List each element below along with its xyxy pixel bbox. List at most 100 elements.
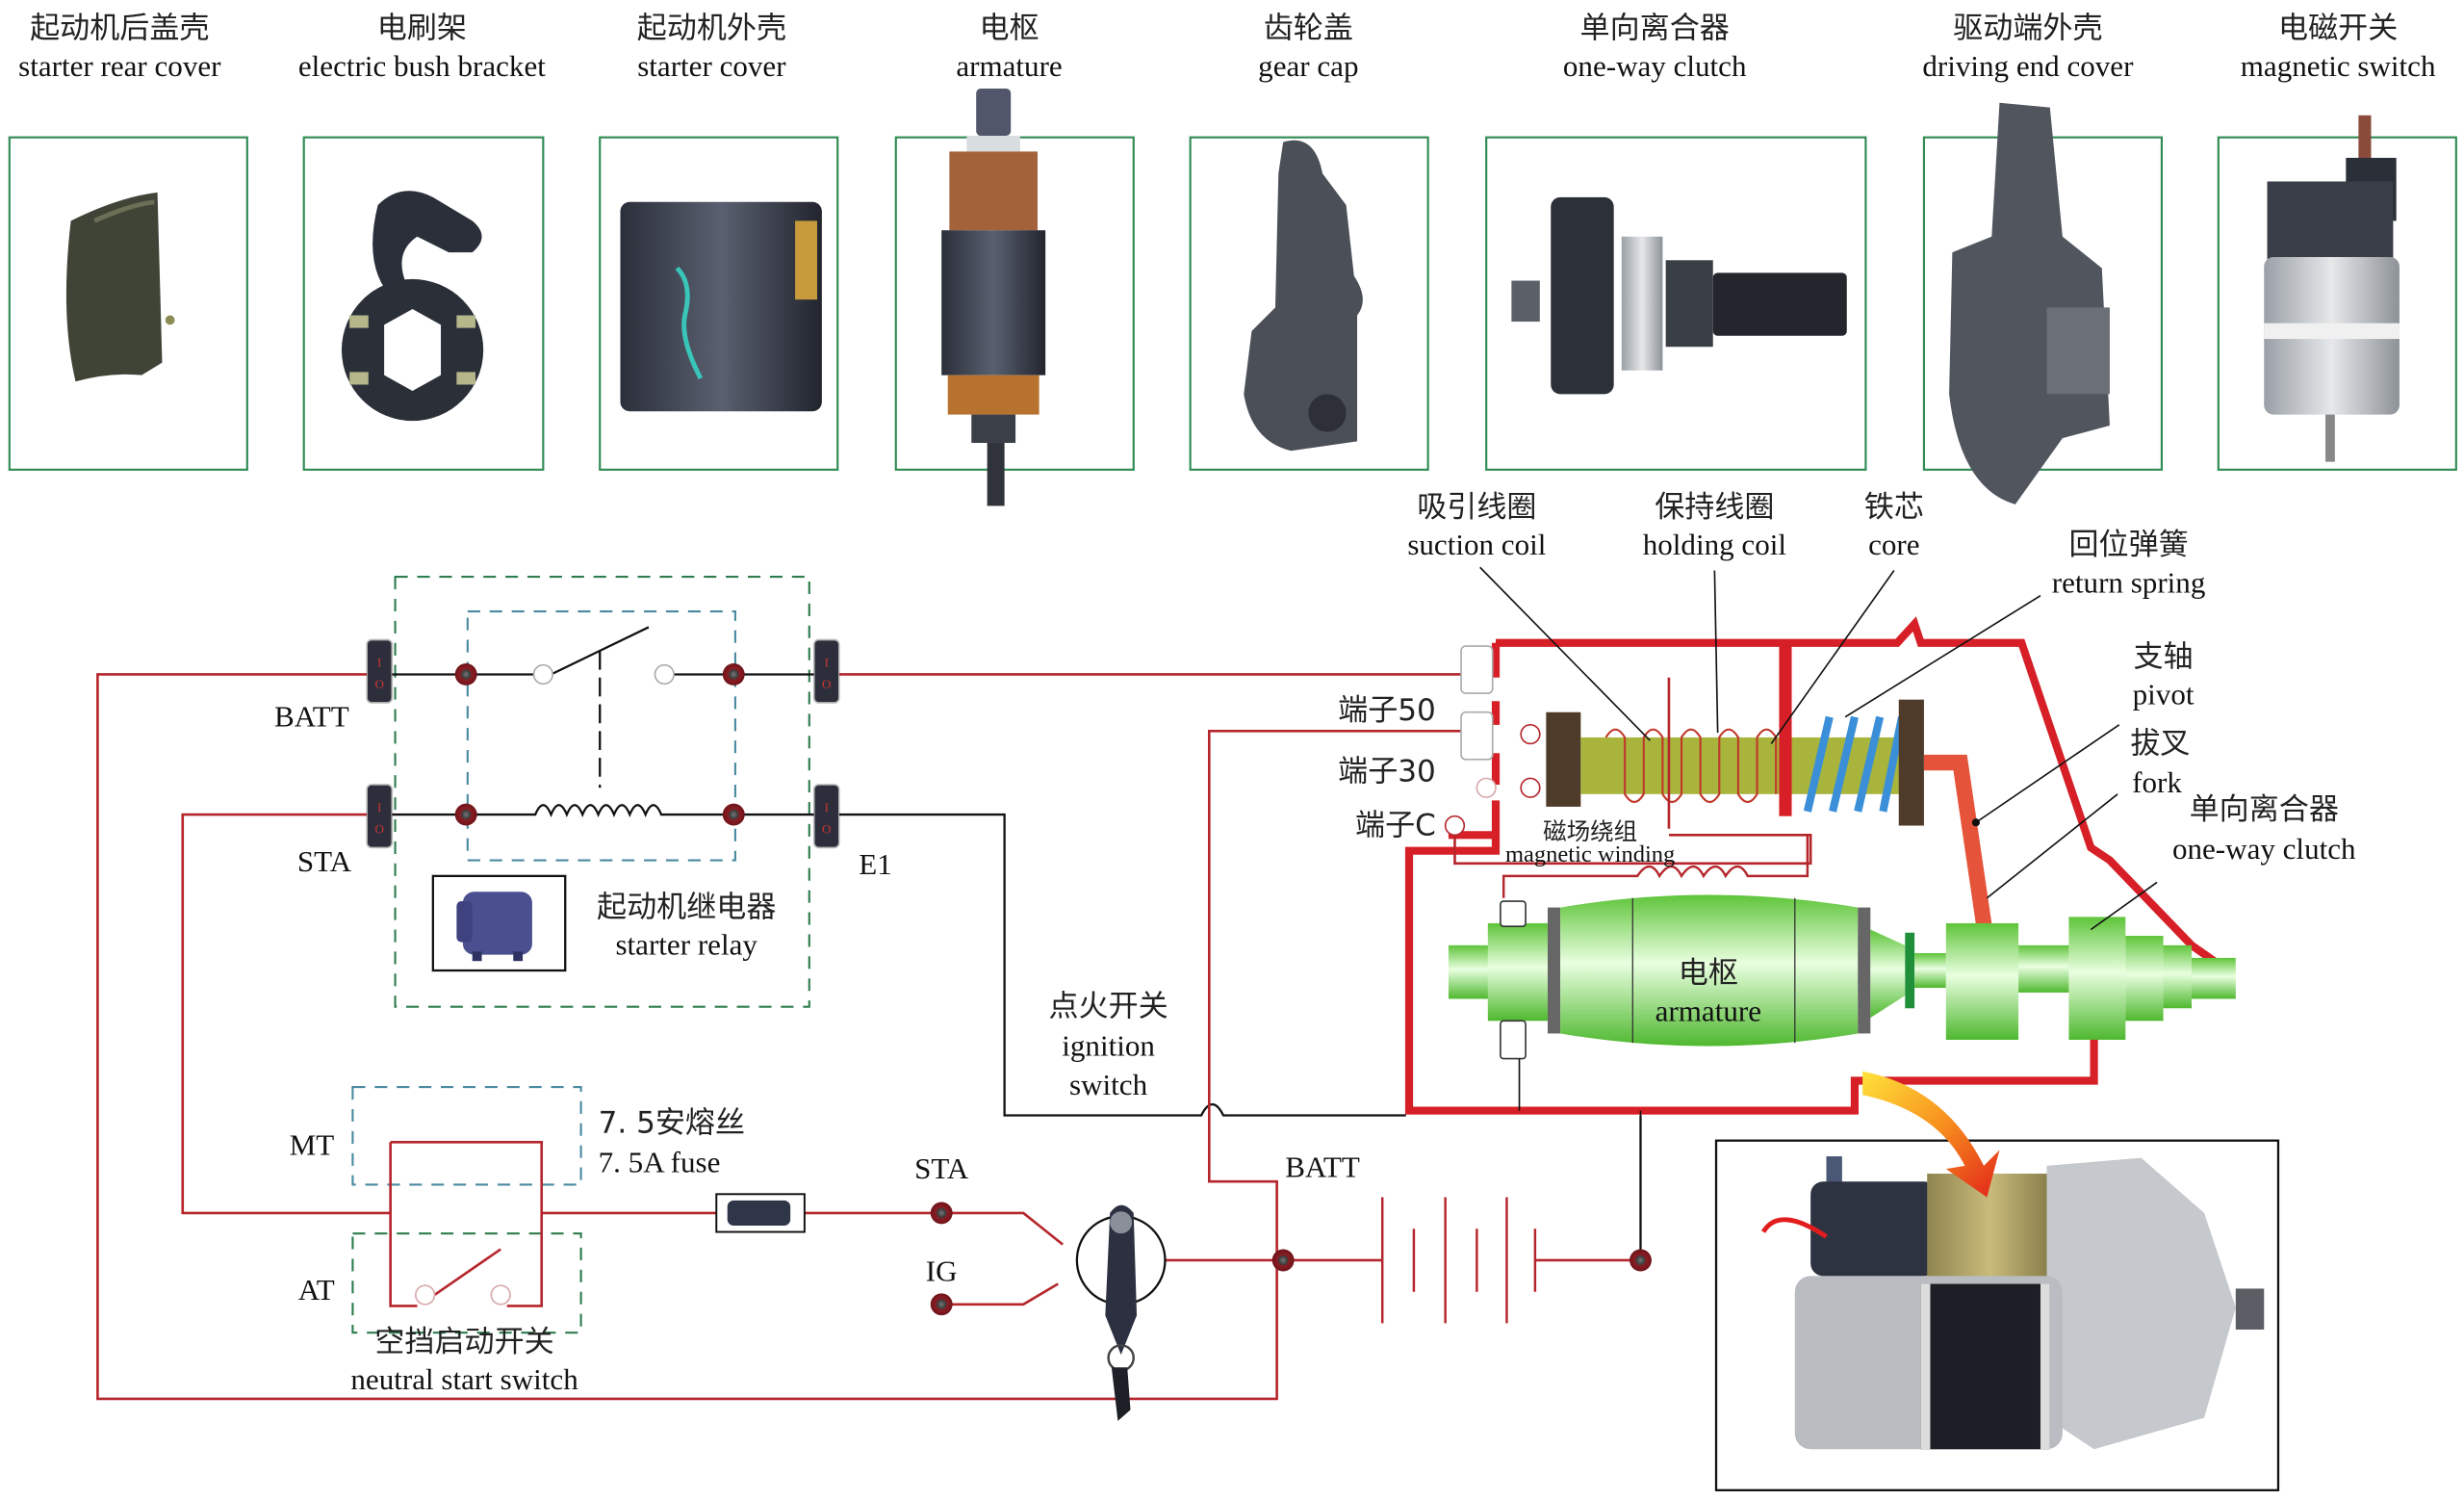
- return-spring-label-cn: 回位弹簧: [2068, 528, 2188, 562]
- gear-cap-photo: [1189, 136, 1429, 471]
- label-clutch-en: one-way clutch: [1563, 49, 1747, 83]
- relay-connector-batt[interactable]: I O: [366, 638, 394, 704]
- wire-30-to-batt: [1207, 730, 1465, 1260]
- armature-photo: [894, 88, 1135, 506]
- label-brush-bracket-cn: 电刷架: [377, 12, 467, 46]
- svg-text:I: I: [377, 800, 381, 815]
- svg-text:O: O: [374, 822, 383, 837]
- at-label: AT: [298, 1273, 335, 1306]
- svg-text:I: I: [825, 800, 829, 815]
- starter-housing-photo: [599, 136, 839, 471]
- clutch-body: [2068, 917, 2126, 1040]
- suction-coil-label-en: suction coil: [1407, 528, 1546, 561]
- terminal-50-label: 端子50: [1338, 693, 1436, 728]
- battery-symbol: [1380, 1197, 1537, 1324]
- ignition-key-icon[interactable]: [1111, 1367, 1131, 1421]
- starter-relay-block: I O I O I O I O: [274, 576, 892, 1008]
- relay-label-en: starter relay: [615, 928, 757, 962]
- terminal-30-contact[interactable]: [1520, 777, 1541, 798]
- relay-terminal-e1-label: E1: [859, 847, 892, 881]
- label-drive-end-cn: 驱动端外壳: [1953, 12, 2102, 46]
- terminal-post[interactable]: [454, 663, 477, 685]
- relay-label-cn: 起动机继电器: [597, 890, 776, 924]
- relay-connector-e1[interactable]: I O: [812, 784, 840, 849]
- battery-negative-terminal[interactable]: [1630, 1249, 1652, 1272]
- fuse[interactable]: [715, 1193, 806, 1233]
- label-magnetic-switch-en: magnetic switch: [2241, 49, 2436, 83]
- ignition-switch[interactable]: [1075, 1204, 1167, 1421]
- mt-boundary: [351, 1085, 582, 1186]
- armature-body: [1560, 894, 1859, 1047]
- armature-label-cn: 电枢: [1679, 956, 1738, 991]
- mt-label: MT: [290, 1127, 335, 1161]
- relay-terminal-sta-label: STA: [297, 844, 352, 878]
- return-spring-label-en: return spring: [2052, 565, 2206, 599]
- neutral-switch-label-cn: 空挡启动开关: [374, 1325, 553, 1359]
- ignition-terminal-ig[interactable]: [930, 1293, 953, 1316]
- terminal-post[interactable]: [454, 803, 477, 826]
- terminal-post[interactable]: [722, 663, 745, 685]
- relay-inner-boundary: [466, 609, 736, 862]
- fuse-label-cn: 7. 5安熔丝: [599, 1105, 745, 1140]
- armature-label-en: armature: [1656, 994, 1761, 1027]
- wire-ig: [941, 1282, 1059, 1306]
- terminal-50-contact[interactable]: [1520, 724, 1541, 745]
- svg-text:O: O: [822, 677, 831, 691]
- suction-coil-label-cn: 吸引线圈: [1417, 490, 1536, 525]
- battery-positive-terminal[interactable]: [1271, 1249, 1295, 1272]
- holding-coil-label-cn: 保持线圈: [1655, 490, 1774, 525]
- battery-label: BATT: [1285, 1150, 1360, 1183]
- field-winding-label-cn: 磁场绕组: [1543, 817, 1637, 845]
- label-drive-end-en: driving end cover: [1922, 49, 2134, 83]
- clutch-label-cn: 单向离合器: [2190, 792, 2339, 827]
- wire-sta-relay: [181, 813, 391, 1215]
- shift-fork: [1923, 754, 1995, 947]
- component-photos: [8, 88, 2457, 506]
- solenoid-photo: [1927, 1174, 2054, 1281]
- magnetic-switch-photo: [2217, 115, 2457, 471]
- rear-cover-photo: [8, 136, 248, 471]
- ignition-label-en1: ignition: [1062, 1028, 1155, 1062]
- label-starter-cover-cn: 起动机外壳: [637, 12, 786, 46]
- svg-text:O: O: [822, 822, 831, 837]
- relay-connector-sta[interactable]: I O: [366, 784, 394, 849]
- relay-terminal-batt-label: BATT: [274, 699, 349, 733]
- relay-contact: [532, 663, 553, 685]
- label-armature-en: armature: [956, 49, 1062, 83]
- label-gear-cap-en: gear cap: [1258, 49, 1358, 83]
- brush-bracket-photo: [302, 136, 545, 471]
- svg-text:O: O: [374, 677, 383, 691]
- clutch-label-en: one-way clutch: [2172, 832, 2356, 866]
- field-winding: [1502, 835, 1810, 898]
- relay-connector-out[interactable]: I O: [812, 638, 840, 704]
- label-armature-cn: 电枢: [979, 12, 1039, 46]
- terminal-30-label: 端子30: [1338, 755, 1436, 789]
- fuse-label-en: 7. 5A fuse: [599, 1145, 721, 1178]
- solenoid-coils: [1604, 728, 1778, 804]
- field-winding-label-en: magnetic winding: [1505, 841, 1675, 867]
- switch-contact: [490, 1284, 511, 1306]
- label-rear-cover-en: starter rear cover: [18, 49, 221, 83]
- label-starter-cover-en: starter cover: [637, 49, 786, 83]
- fork-label-cn: 拔叉: [2130, 726, 2190, 761]
- neutral-start-switch: MT AT 空挡启动开关 neutral start switch: [290, 1085, 582, 1396]
- relay-outer-boundary: [394, 576, 810, 1008]
- circuit-wires: [96, 673, 1642, 1401]
- relay-contact: [654, 663, 675, 685]
- terminal-c-label: 端子C: [1355, 808, 1436, 842]
- relay-photo: [456, 892, 532, 962]
- terminal-c-contact[interactable]: [1444, 815, 1466, 837]
- driving-end-cover-photo: [1922, 102, 2163, 504]
- terminal-post[interactable]: [722, 803, 745, 826]
- housing-lower: [1404, 642, 2098, 1115]
- switch-blade[interactable]: [433, 1248, 501, 1297]
- ignition-label-cn: 点火开关: [1048, 989, 1168, 1023]
- leader-lines: [1479, 566, 2158, 931]
- component-labels: 起动机后盖壳 starter rear cover 电刷架 electric b…: [18, 12, 2436, 83]
- core-label-en: core: [1868, 528, 1919, 561]
- ignition-ig-label: IG: [926, 1254, 958, 1287]
- svg-text:I: I: [377, 655, 381, 669]
- ignition-terminal-sta[interactable]: [930, 1202, 953, 1225]
